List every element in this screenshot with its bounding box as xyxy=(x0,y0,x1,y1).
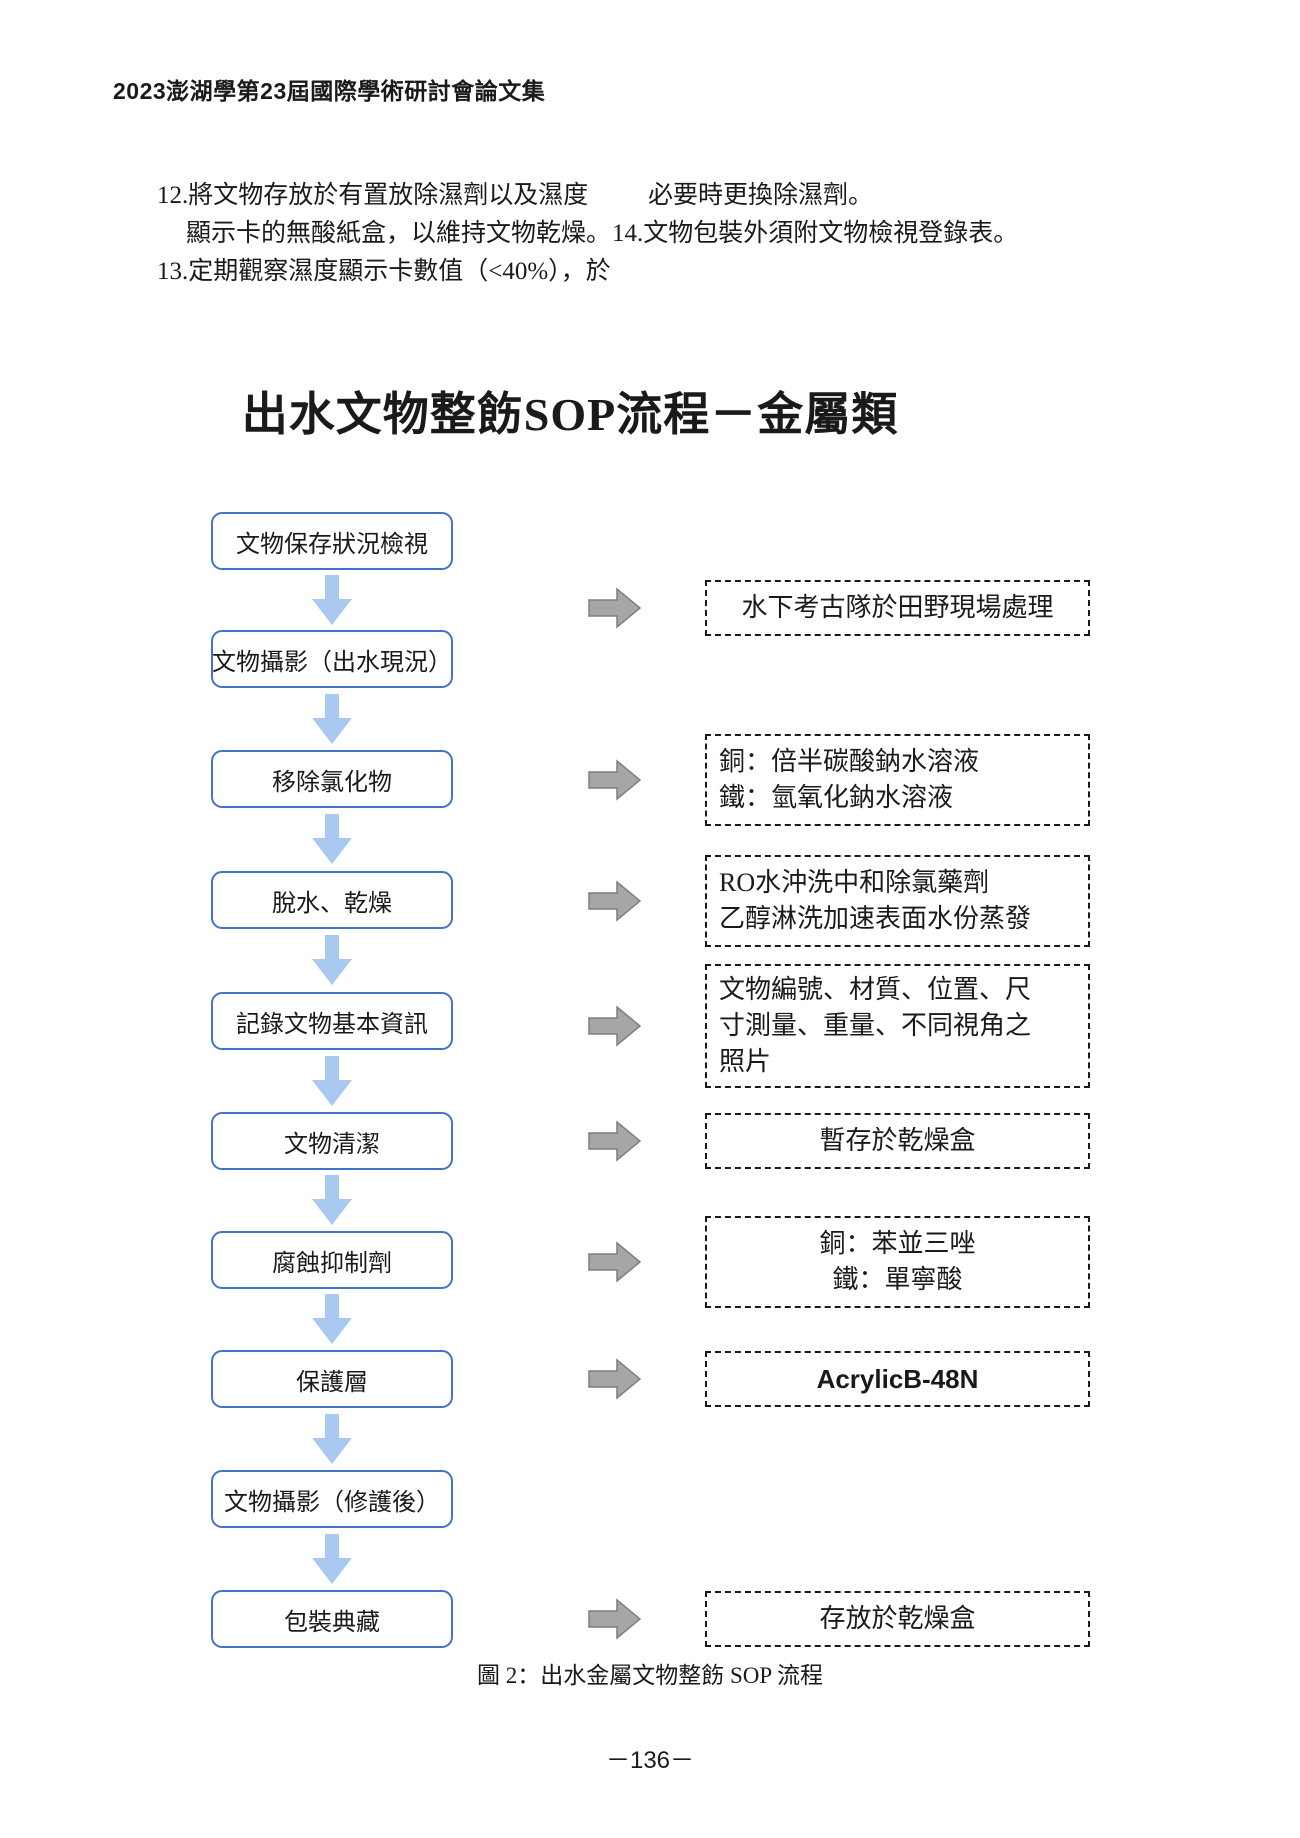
note-line: 鐵：單寧酸 xyxy=(832,1265,963,1294)
right-arrow-icon xyxy=(588,1003,642,1049)
flow-box-packing-storage: 包裝典藏 xyxy=(211,1590,453,1648)
note-line: 文物編號、材質、位置、尺 xyxy=(719,975,1032,1004)
flow-box-protective-layer: 保護層 xyxy=(211,1350,453,1408)
down-arrow-icon xyxy=(310,1414,354,1464)
figure-caption: 圖 2：出水金屬文物整飭 SOP 流程 xyxy=(476,1663,824,1688)
right-arrow-icon xyxy=(588,757,642,803)
note-store-dry-box: 存放於乾燥盒 xyxy=(705,1591,1090,1647)
down-arrow-icon xyxy=(310,1534,354,1584)
flow-box-photo-restored: 文物攝影（修護後） xyxy=(211,1470,453,1528)
down-arrow-icon xyxy=(310,814,354,864)
note-line: 暫存於乾燥盒 xyxy=(819,1126,976,1155)
flow-box-inspection: 文物保存狀況檢視 xyxy=(211,512,453,570)
down-arrow-icon xyxy=(310,1294,354,1344)
down-arrow-icon xyxy=(310,935,354,985)
note-field-processing: 水下考古隊於田野現場處理 xyxy=(705,580,1090,636)
down-arrow-icon xyxy=(310,575,354,625)
right-arrow-icon xyxy=(588,1118,642,1164)
right-arrow-icon xyxy=(588,1356,642,1402)
flow-box-photo-recovered: 文物攝影（出水現況） xyxy=(211,630,453,688)
page-number: －136－ xyxy=(605,1747,695,1774)
note-line: 銅：苯並三唑 xyxy=(819,1229,976,1258)
note-line: 寸測量、重量、不同視角之 xyxy=(719,1011,1032,1040)
note-line: 水下考古隊於田野現場處理 xyxy=(741,593,1054,622)
note-rinse-dry: RO水沖洗中和除氯藥劑 乙醇淋洗加速表面水份蒸發 xyxy=(705,855,1090,947)
right-arrow-icon xyxy=(588,1596,642,1642)
page-header: 2023澎湖學第23屆國際學術研討會論文集 xyxy=(113,78,546,104)
note-line: 照片 xyxy=(719,1047,772,1076)
body-line-12-1: 12.將文物存放於有置放除濕劑以及濕度 xyxy=(157,182,589,209)
down-arrow-icon xyxy=(310,1175,354,1225)
note-line: 存放於乾燥盒 xyxy=(819,1604,976,1633)
note-chloride-solutions: 銅：倍半碳酸鈉水溶液 鐵：氫氧化鈉水溶液 xyxy=(705,734,1090,826)
flow-box-corrosion-inhibitor: 腐蝕抑制劑 xyxy=(211,1231,453,1289)
note-line: 銅：倍半碳酸鈉水溶液 xyxy=(719,747,980,776)
body-line-13-cont: 必要時更換除濕劑。 xyxy=(648,182,874,209)
body-line-14: 14.文物包裝外須附文物檢視登錄表。 xyxy=(612,220,1019,247)
note-acrylic: AcrylicB-48N xyxy=(705,1351,1090,1407)
note-record-details: 文物編號、材質、位置、尺 寸測量、重量、不同視角之 照片 xyxy=(705,964,1090,1088)
down-arrow-icon xyxy=(310,694,354,744)
note-line: 乙醇淋洗加速表面水份蒸發 xyxy=(719,904,1032,933)
flowchart-title: 出水文物整飭SOP流程－金屬類 xyxy=(241,389,899,440)
flow-box-cleaning: 文物清潔 xyxy=(211,1112,453,1170)
note-temp-dry-box: 暫存於乾燥盒 xyxy=(705,1113,1090,1169)
note-line: 鐵：氫氧化鈉水溶液 xyxy=(719,783,954,812)
flow-box-record-info: 記錄文物基本資訊 xyxy=(211,992,453,1050)
note-line: RO水沖洗中和除氯藥劑 xyxy=(719,868,990,897)
note-line: AcrylicB-48N xyxy=(816,1364,979,1394)
right-arrow-icon xyxy=(588,585,642,631)
note-inhibitor-agents: 銅：苯並三唑 鐵：單寧酸 xyxy=(705,1216,1090,1308)
flow-box-dehydrate-dry: 脫水、乾燥 xyxy=(211,871,453,929)
down-arrow-icon xyxy=(310,1056,354,1106)
body-line-13: 13.定期觀察濕度顯示卡數值（<40%），於 xyxy=(157,258,611,285)
right-arrow-icon xyxy=(588,878,642,924)
body-line-12-2: 顯示卡的無酸紙盒，以維持文物乾燥。 xyxy=(186,220,612,247)
flow-box-remove-chloride: 移除氯化物 xyxy=(211,750,453,808)
right-arrow-icon xyxy=(588,1239,642,1285)
